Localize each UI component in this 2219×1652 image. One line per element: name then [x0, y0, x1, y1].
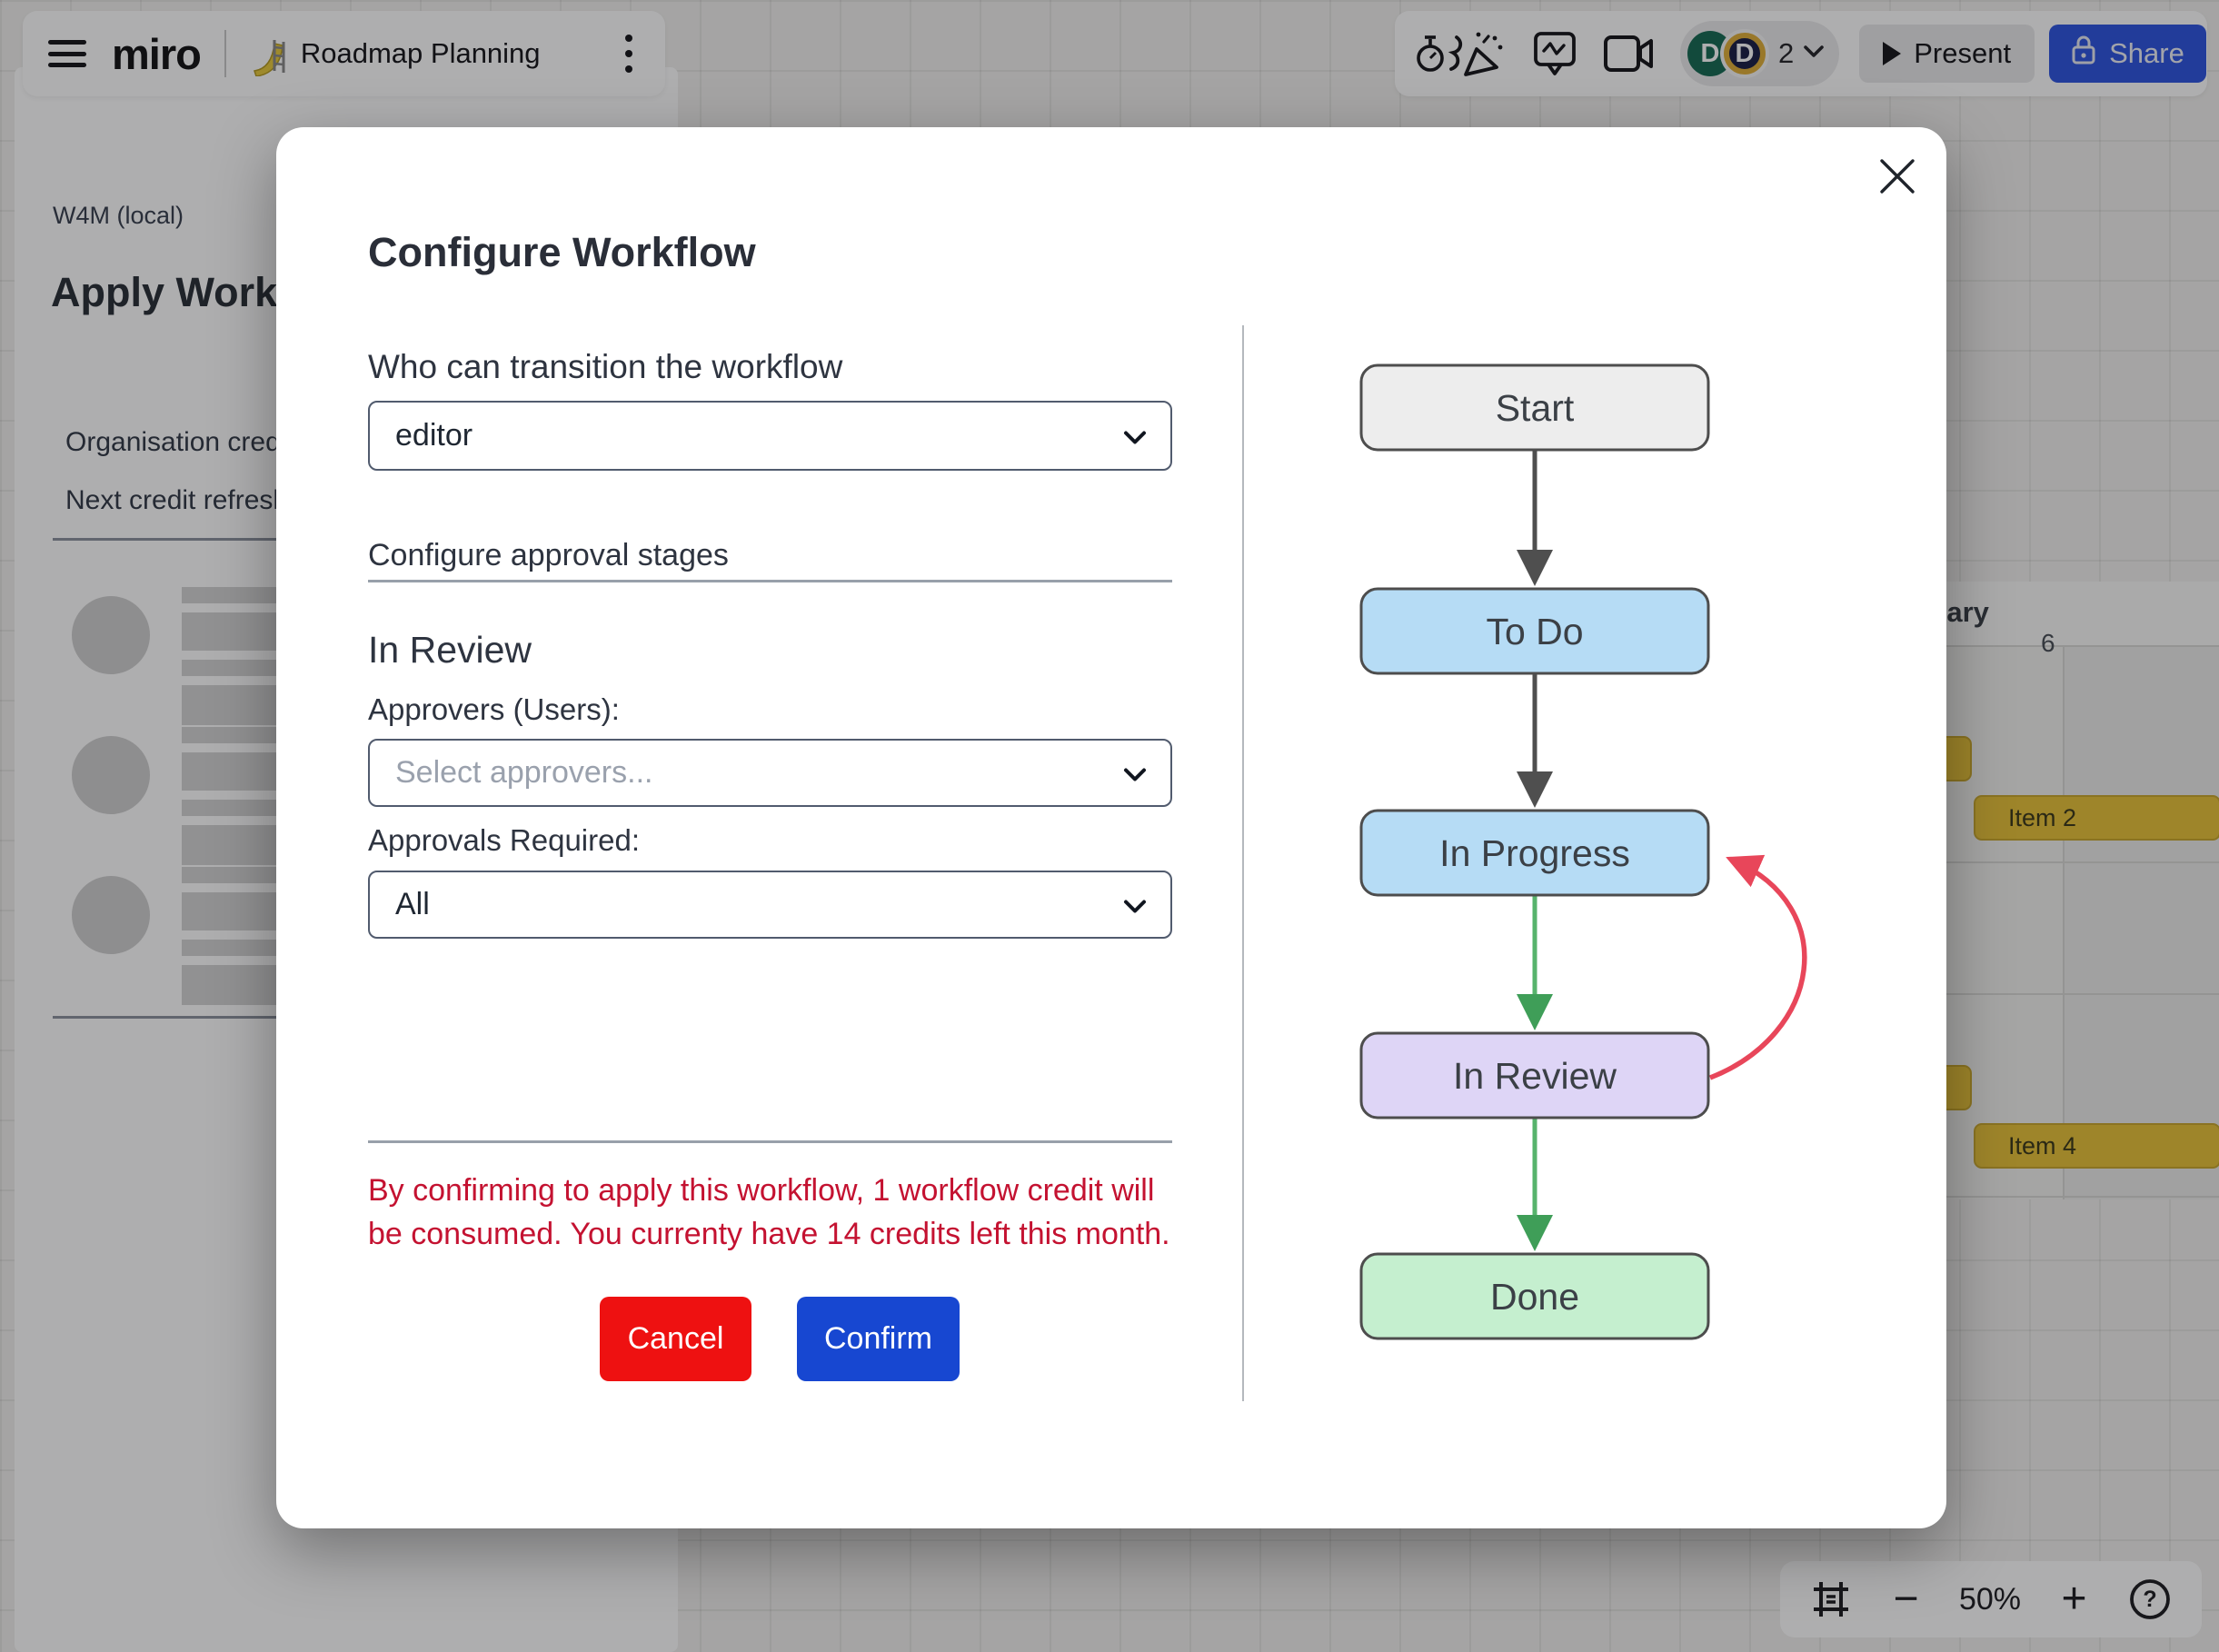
timeline-row-divider — [1726, 645, 2219, 647]
facilitation-tools-icon[interactable] — [1415, 25, 1506, 82]
present-label: Present — [1914, 37, 2012, 69]
topbar-left: miro Roadmap Planning — [23, 11, 665, 96]
timeline-row-divider — [1726, 1196, 2219, 1198]
workflow-diagram: Start To Do In Progress In Review Done — [1359, 363, 1807, 1340]
comments-icon[interactable] — [1533, 30, 1577, 77]
chevron-down-icon — [1123, 755, 1147, 791]
arrow-inreview-back-inprogress — [1708, 854, 1807, 1080]
section-divider — [368, 580, 1172, 582]
share-label: Share — [2109, 37, 2184, 69]
close-icon[interactable] — [1872, 151, 1923, 202]
node-todo-label: To Do — [1486, 611, 1583, 652]
topbar-separator — [224, 30, 226, 77]
help-icon[interactable]: ? — [2127, 1577, 2173, 1622]
node-done-label: Done — [1490, 1276, 1579, 1318]
timeline-item-bar: Item 4 — [1974, 1123, 2219, 1169]
main-menu-icon[interactable] — [48, 40, 86, 67]
zoom-toolbar: − 50% + ? — [1780, 1561, 2202, 1637]
node-todo — [1359, 587, 1710, 675]
cancel-button[interactable]: Cancel — [600, 1297, 751, 1381]
timeline-row-divider — [1726, 861, 2219, 863]
avatar-placeholder — [72, 736, 150, 814]
node-inreview-label: In Review — [1453, 1055, 1617, 1097]
collaborator-count: 2 — [1778, 37, 1795, 69]
credit-warning-line1: By confirming to apply this workflow, 1 … — [368, 1173, 1155, 1208]
credit-warning: By confirming to apply this workflow, 1 … — [368, 1169, 1170, 1256]
node-inreview — [1359, 1031, 1710, 1120]
workspace-label: W4M (local) — [53, 202, 184, 229]
modal-title: Configure Workflow — [368, 229, 756, 275]
transition-select-value: editor — [395, 418, 473, 453]
video-camera-icon[interactable] — [1604, 34, 1655, 74]
approvers-label: Approvers (Users): — [368, 692, 620, 726]
modal-divider — [1242, 325, 1244, 1401]
configure-workflow-modal: Configure Workflow Who can transition th… — [276, 127, 1946, 1528]
chevron-down-icon[interactable] — [1803, 45, 1825, 63]
next-credit-refresh-label: Next credit refresh — [65, 485, 289, 515]
board-options-kebab-icon[interactable] — [618, 27, 640, 80]
approvers-select-placeholder: Select approvers... — [395, 755, 653, 790]
node-inprogress-label: In Progress — [1439, 832, 1630, 874]
topbar-right: D D 2 Present Share — [1395, 11, 2207, 96]
timeline-day-label: 6 — [2041, 629, 2055, 657]
timeline-item-label: Item 2 — [2008, 803, 2077, 831]
credit-warning-line2: be consumed. You currenty have 14 credit… — [368, 1217, 1170, 1251]
approvals-required-value: All — [395, 887, 430, 921]
board-icon — [250, 31, 288, 76]
node-inprogress — [1359, 809, 1710, 897]
node-start — [1359, 363, 1710, 452]
approval-stages-label: Configure approval stages — [368, 538, 729, 572]
miro-logo[interactable]: miro — [112, 29, 202, 78]
avatar-placeholder — [72, 596, 150, 674]
approvers-select[interactable]: Select approvers... — [368, 739, 1172, 807]
transition-select[interactable]: editor — [368, 401, 1172, 471]
approvals-required-label: Approvals Required: — [368, 823, 640, 857]
board-title[interactable]: Roadmap Planning — [300, 37, 541, 69]
fit-to-frame-icon[interactable] — [1809, 1577, 1853, 1621]
transition-label: Who can transition the workflow — [368, 348, 843, 385]
present-button[interactable]: Present — [1859, 25, 2035, 83]
svg-text:?: ? — [2143, 1587, 2156, 1612]
chevron-down-icon — [1123, 418, 1147, 453]
organisation-credits-label: Organisation credits — [65, 427, 308, 457]
confirm-button[interactable]: Confirm — [797, 1297, 960, 1381]
timeline-column-band — [2063, 647, 2219, 1199]
lock-icon — [2071, 35, 2096, 73]
chevron-down-icon — [1123, 887, 1147, 922]
timeline-row-divider — [1726, 993, 2219, 995]
avatar-placeholder — [72, 876, 150, 954]
section-divider — [368, 1140, 1172, 1143]
play-icon — [1883, 42, 1902, 65]
zoom-level[interactable]: 50% — [1958, 1581, 2022, 1617]
timeline-item-label: Item 4 — [2008, 1131, 2077, 1159]
zoom-in-button[interactable]: + — [2061, 1575, 2087, 1623]
approvals-required-select[interactable]: All — [368, 871, 1172, 939]
avatar[interactable]: D — [1724, 33, 1766, 75]
stage-name: In Review — [368, 629, 532, 671]
zoom-out-button[interactable]: − — [1893, 1575, 1919, 1623]
timeline-item-bar: Item 2 — [1974, 795, 2219, 841]
timeline-column-divider — [2063, 647, 2065, 1199]
collaborators-group[interactable]: D D 2 — [1680, 21, 1840, 86]
node-start-label: Start — [1496, 387, 1575, 429]
node-done — [1359, 1252, 1710, 1340]
share-button[interactable]: Share — [2049, 25, 2206, 83]
